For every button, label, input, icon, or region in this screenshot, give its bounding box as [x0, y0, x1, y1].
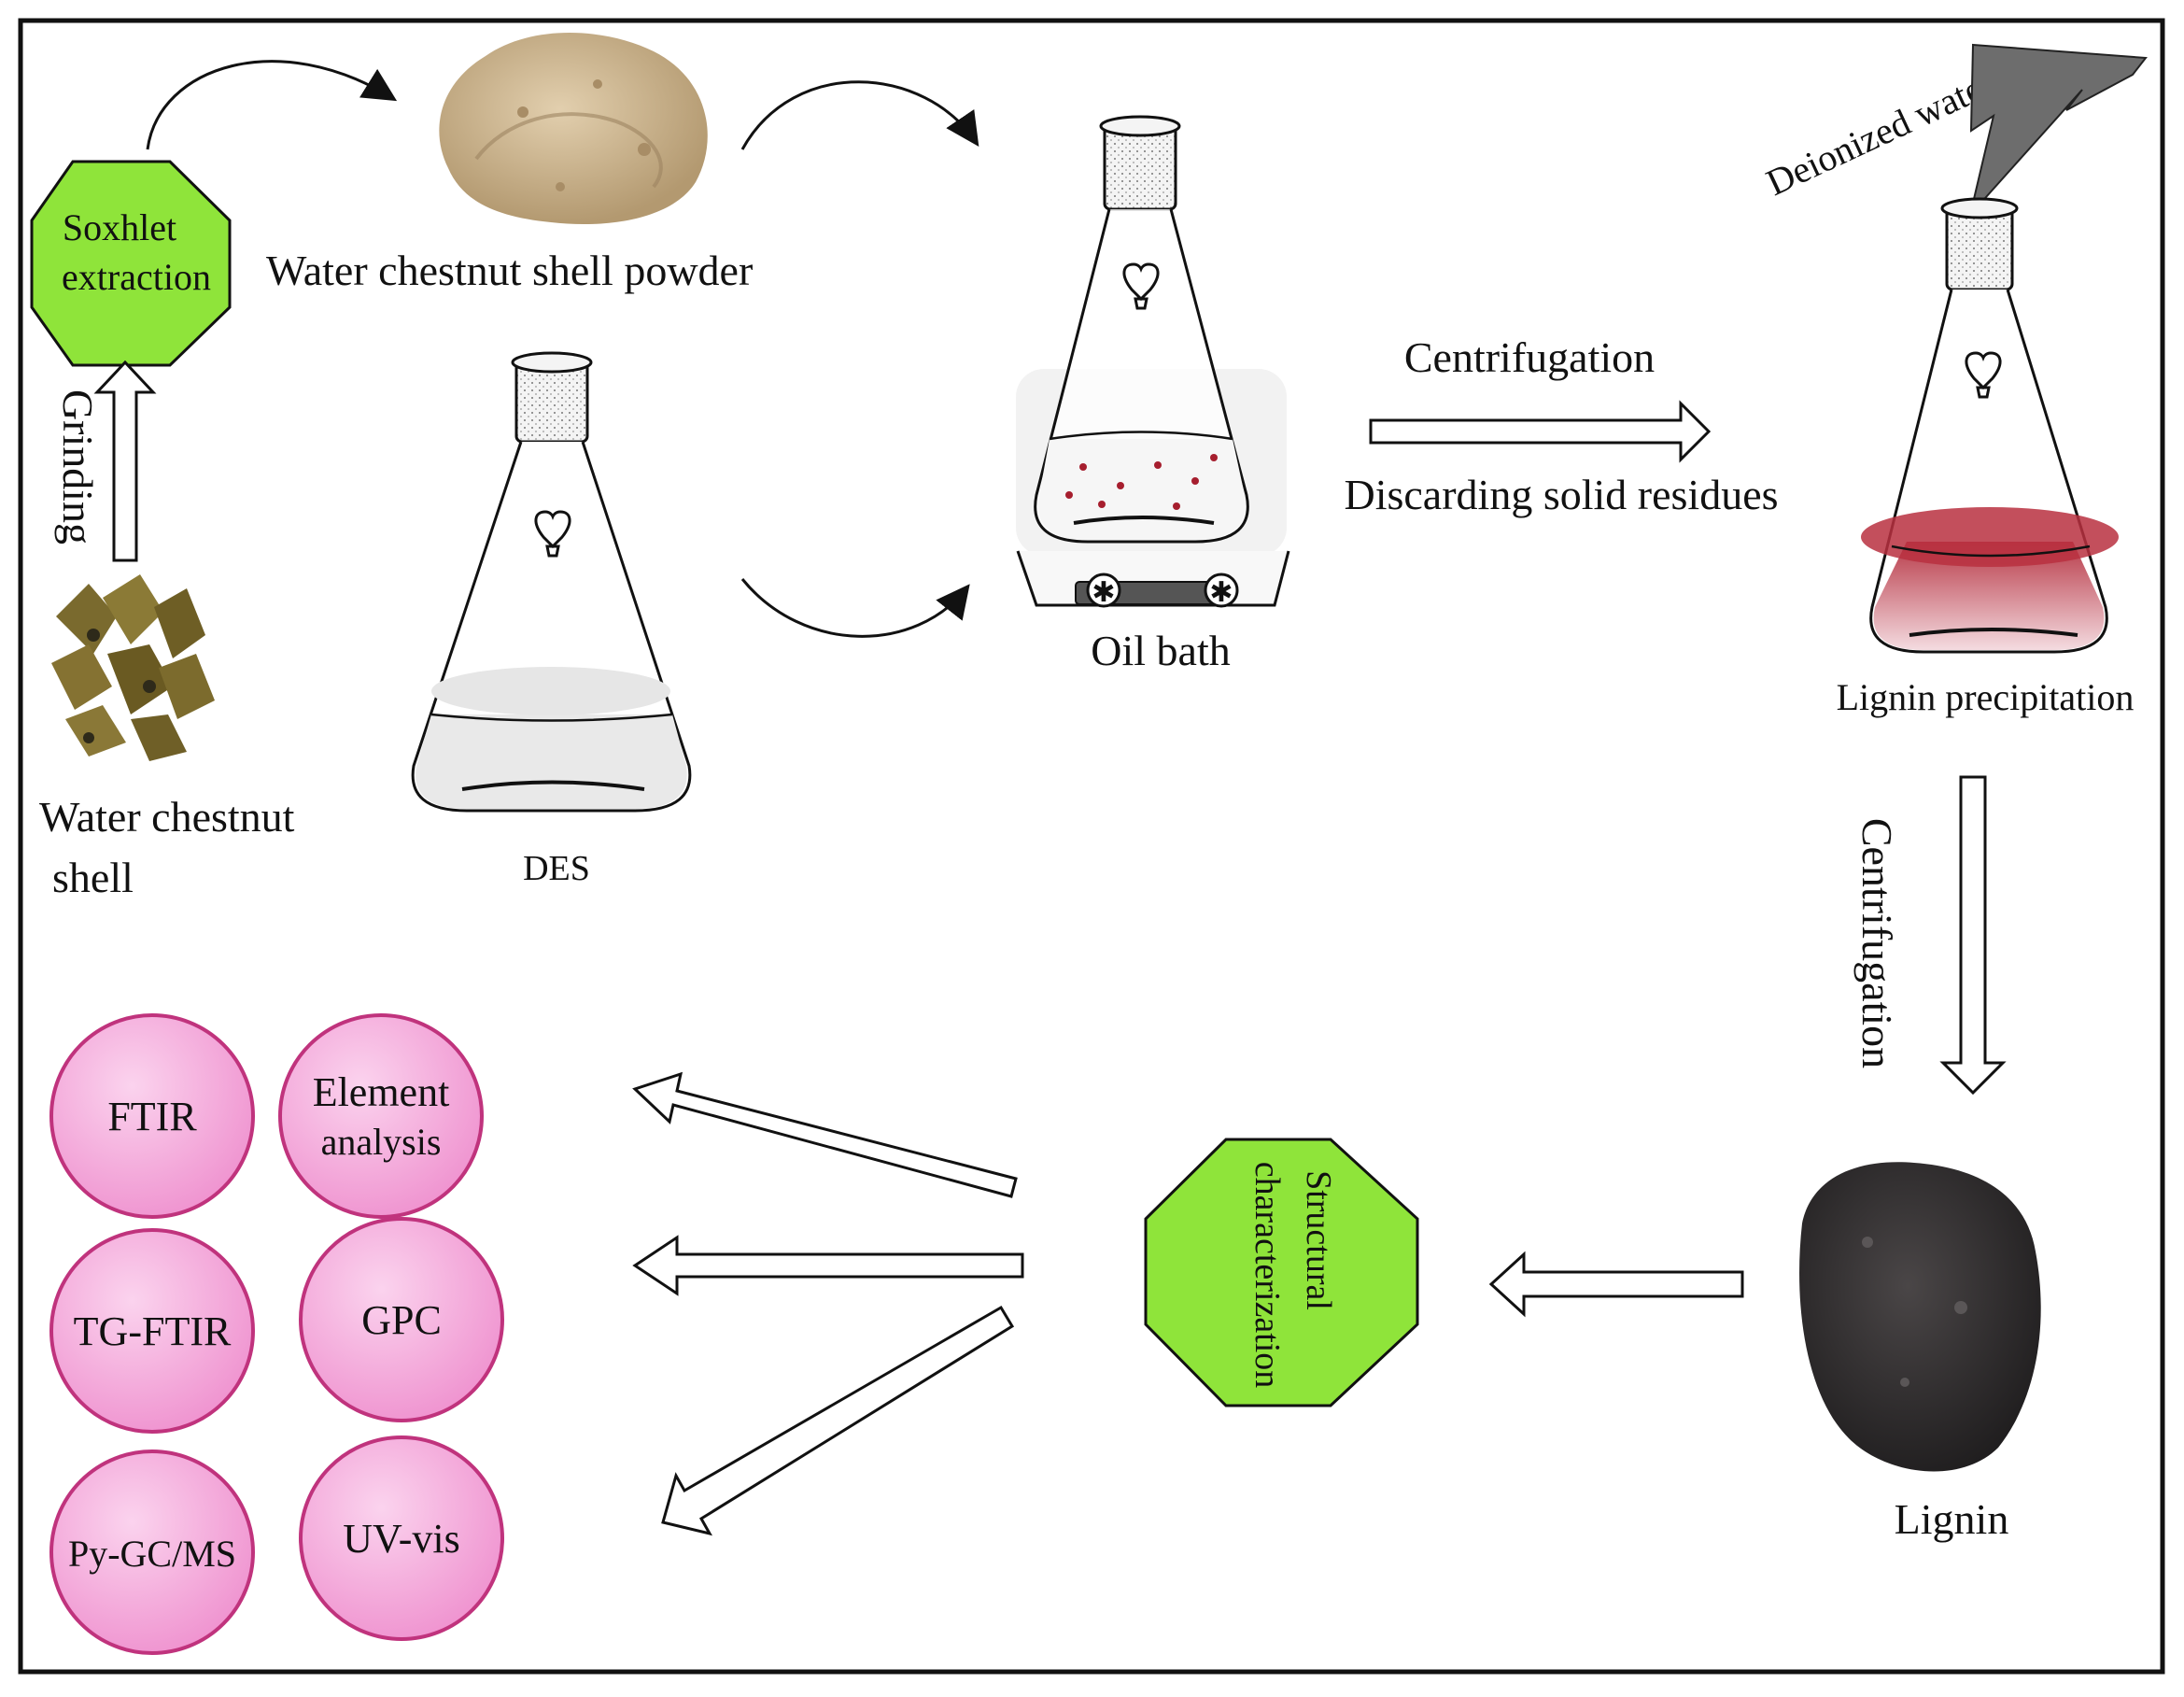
technique-label: Py-GC/MS: [68, 1533, 236, 1575]
curved-arrow-des-to-bath: [740, 578, 970, 638]
grinding-label: Grinding: [54, 389, 102, 544]
technique-ftir: FTIR: [49, 1013, 255, 1219]
technique-circle: [299, 1217, 504, 1422]
des-label: DES: [523, 849, 590, 888]
technique-label: TG-FTIR: [74, 1308, 232, 1354]
technique-label: analysis: [321, 1121, 442, 1163]
technique-label: GPC: [361, 1297, 442, 1343]
svg-text:✱: ✱: [1209, 577, 1233, 608]
structural-characterization-octagon: Structural characterization: [1144, 1138, 1419, 1407]
arrow-to-techniques-middle: [632, 1235, 1024, 1296]
frame-border: [18, 18, 2165, 1675]
technique-element-analysis: Element analysis: [278, 1013, 484, 1219]
lignin-precipitation-label: Lignin precipitation: [1837, 676, 2135, 718]
shell-label-1: Water chestnut: [39, 793, 295, 841]
oil-bath-label: Oil bath: [1091, 627, 1230, 674]
technique-label: Element: [313, 1069, 450, 1115]
shell-powder-image: [439, 33, 708, 225]
curved-arrow-powder-to-bath: [740, 80, 979, 150]
soxhlet-label-2: extraction: [62, 256, 211, 298]
oil-bath-flask: ✱ ✱: [1016, 115, 1290, 608]
deionized-water-bolt-icon: [1969, 43, 2148, 216]
lignin-precipitation-flask: [1861, 197, 2119, 654]
soxhlet-octagon: Soxhlet extraction: [30, 160, 232, 367]
technique-circle: [49, 1228, 255, 1434]
structural-label-2: characterization: [1247, 1162, 1287, 1389]
centrifugation-arrow-1: [1369, 400, 1712, 463]
svg-text:✱: ✱: [1092, 577, 1115, 608]
stirrer-knob-left: [1086, 573, 1121, 608]
arrow-to-techniques-top: [632, 1071, 1018, 1198]
stirrer-knob-right: [1204, 573, 1239, 608]
curved-arrow-to-powder: [146, 60, 398, 150]
technique-label: FTIR: [107, 1094, 197, 1139]
grinding-arrow: [93, 360, 157, 562]
technique-circle: [49, 1450, 255, 1655]
technique-gpc: GPC: [299, 1217, 504, 1422]
technique-circle: [49, 1013, 255, 1219]
water-chestnut-shell-image: [51, 574, 215, 761]
technique-tg-ftir: TG-FTIR: [49, 1228, 255, 1434]
des-flask: [411, 351, 692, 813]
technique-circle: [278, 1013, 484, 1219]
arrow-lignin-to-characterization: [1488, 1251, 1744, 1318]
flask-logo-icon: [1122, 262, 1160, 310]
flask-logo-icon: [534, 510, 571, 558]
deionized-water-label: Deionized water: [1760, 62, 2001, 204]
soxhlet-label-1: Soxhlet: [63, 206, 176, 248]
centrifugation-label-1: Centrifugation: [1404, 333, 1655, 381]
lignin-solid-image: [1799, 1162, 2041, 1472]
lignin-label: Lignin: [1895, 1495, 2009, 1543]
technique-py-gc-ms: Py-GC/MS: [49, 1450, 255, 1655]
structural-label-1: Structural: [1299, 1170, 1338, 1310]
shell-label-2: shell: [52, 854, 134, 901]
centrifugation-label-2: Centrifugation: [1853, 818, 1901, 1068]
technique-label: UV-vis: [343, 1516, 460, 1562]
flask-logo-icon: [1965, 351, 2002, 399]
technique-circle: [299, 1435, 504, 1641]
powder-label: Water chestnut shell powder: [266, 247, 753, 294]
discarding-label: Discarding solid residues: [1344, 471, 1778, 518]
technique-uv-vis: UV-vis: [299, 1435, 504, 1641]
centrifugation-arrow-2: [1939, 775, 2007, 1096]
arrow-to-techniques-bottom: [661, 1305, 1015, 1536]
